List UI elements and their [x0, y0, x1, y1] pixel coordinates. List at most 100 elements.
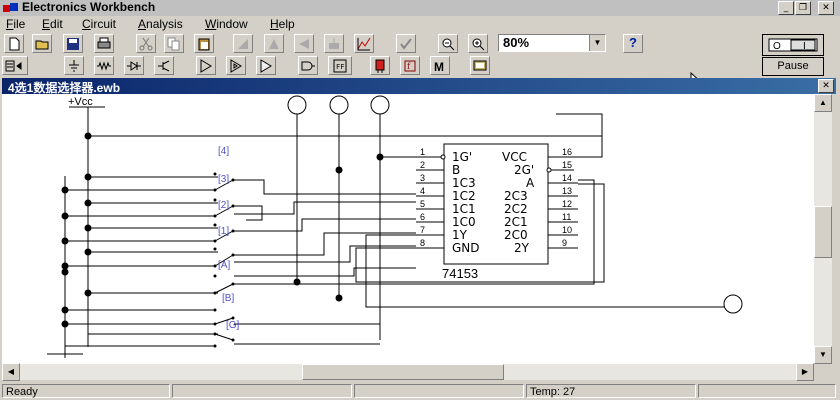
status-bar: Ready Temp: 27 [0, 383, 840, 400]
pin-name-vcc: VCC [502, 150, 527, 164]
help-button[interactable]: ? [623, 34, 643, 53]
status-pane-5 [698, 384, 836, 398]
status-ready: Ready [2, 384, 170, 398]
menu-edit[interactable]: Edit [42, 17, 63, 31]
pin-number-3: 3 [420, 173, 425, 183]
pin-name-2c2: 2C2 [504, 202, 528, 216]
switch-key-a: [A] [218, 260, 230, 271]
pin-number-11: 11 [562, 212, 571, 222]
opamp-icon [200, 59, 212, 73]
zoom-dropdown-arrow-icon[interactable]: ▼ [589, 35, 605, 51]
mixed-ic-icon [230, 59, 242, 73]
scroll-up-arrow-icon[interactable]: ▲ [814, 94, 832, 112]
rotate-button[interactable] [233, 34, 253, 53]
scroll-down-arrow-icon[interactable]: ▼ [814, 346, 832, 364]
digital-ic-icon [260, 59, 272, 73]
component-properties-button[interactable] [324, 34, 344, 53]
open-folder-icon [35, 40, 49, 50]
digital-bin-button[interactable]: FF [328, 56, 352, 75]
pin-number-8: 8 [420, 238, 425, 248]
status-pane-2 [172, 384, 352, 398]
parts-bin-icon [5, 60, 22, 72]
pin-name-2g: 2G' [514, 163, 534, 177]
zoom-select[interactable]: 80% ▼ [498, 34, 606, 52]
logic-gate-icon [301, 61, 315, 71]
switch-key-4: [4] [218, 146, 229, 157]
pin-name-b: B [452, 163, 460, 177]
menu-file[interactable]: File [6, 17, 26, 31]
menu-analysis[interactable]: Analysis [138, 17, 183, 31]
transistors-bin-button[interactable] [154, 56, 174, 75]
switch-key-b: [B] [222, 293, 234, 304]
control-icon: f [404, 60, 416, 72]
mixed-ics-bin-button[interactable] [226, 56, 246, 75]
properties-icon [329, 38, 339, 49]
pin-name-2c1: 2C1 [504, 215, 528, 229]
indicators-bin-button[interactable] [370, 56, 390, 75]
switch-key-2: [2] [218, 200, 229, 211]
menu-circuit[interactable]: Circuit [82, 17, 117, 31]
pin-number-12: 12 [562, 199, 572, 209]
status-temp: Temp: 27 [526, 384, 696, 398]
svg-text:f: f [407, 62, 411, 71]
horizontal-scroll-thumb[interactable] [302, 364, 504, 380]
instruments-bin-button[interactable] [470, 56, 490, 75]
horizontal-scrollbar[interactable]: ◀ ▶ [2, 363, 814, 381]
flip-horizontal-button[interactable] [294, 34, 314, 53]
sources-bin-button[interactable] [64, 56, 84, 75]
circuit-canvas[interactable]: +Vcc [4] [3] [2] [1] [A] [B] [G] 1 2 3 4… [2, 94, 814, 364]
controls-bin-button[interactable]: f [400, 56, 420, 75]
close-button[interactable]: ✕ [818, 1, 834, 15]
basic-bin-button[interactable] [94, 56, 114, 75]
diodes-bin-button[interactable] [124, 56, 144, 75]
miscellaneous-bin-button[interactable]: M [430, 56, 450, 75]
digital-ics-bin-button[interactable] [256, 56, 276, 75]
flip-vertical-button[interactable] [264, 34, 284, 53]
svg-text:M: M [434, 60, 444, 73]
pin-name-1y: 1Y [452, 228, 468, 242]
vcc-label: +Vcc [68, 96, 93, 108]
pin-name-1c3: 1C3 [452, 176, 476, 190]
zoom-out-icon [442, 38, 455, 51]
flip-horizontal-icon [299, 39, 309, 49]
app-title: Electronics Workbench [22, 0, 156, 14]
restore-button[interactable]: ❐ [795, 1, 811, 15]
menu-help[interactable]: Help [270, 17, 295, 31]
vertical-scrollbar[interactable]: ▲ ▼ [814, 94, 832, 364]
logic-gates-bin-button[interactable] [298, 56, 318, 75]
new-button[interactable] [4, 34, 24, 53]
pin-number-13: 13 [562, 186, 572, 196]
zoom-in-icon [472, 38, 485, 51]
scroll-left-arrow-icon[interactable]: ◀ [2, 363, 20, 381]
flip-flop-icon: FF [333, 59, 347, 73]
minimize-button[interactable]: _ [778, 1, 794, 15]
svg-text:I: I [803, 41, 806, 52]
instrument-icon [473, 60, 487, 71]
cut-button[interactable] [136, 34, 156, 53]
pause-button[interactable]: Pause [762, 57, 824, 76]
zoom-out-button[interactable] [438, 34, 458, 53]
parts-bin-toggle-button[interactable] [2, 56, 28, 75]
copy-button[interactable] [164, 34, 184, 53]
menu-window[interactable]: Window [205, 17, 248, 31]
power-switch[interactable]: O I [762, 34, 824, 56]
pin-name-a: A [526, 176, 535, 190]
svg-text:O: O [773, 41, 781, 52]
save-button[interactable] [63, 34, 83, 53]
switch-key-3: [3] [218, 174, 229, 185]
pin-number-15: 15 [562, 160, 572, 170]
paste-button[interactable] [194, 34, 214, 53]
print-button[interactable] [94, 34, 114, 53]
pin-number-4: 4 [420, 186, 425, 196]
scissors-icon [139, 37, 153, 51]
open-button[interactable] [32, 34, 52, 53]
pin-name-gnd: GND [452, 241, 480, 255]
scroll-right-arrow-icon[interactable]: ▶ [796, 363, 814, 381]
document-close-button[interactable]: ✕ [818, 79, 834, 93]
description-button[interactable] [396, 34, 416, 53]
create-subcircuit-button[interactable] [354, 34, 374, 53]
analog-ics-bin-button[interactable] [196, 56, 216, 75]
zoom-in-button[interactable] [468, 34, 488, 53]
vertical-scroll-thumb[interactable] [814, 206, 832, 258]
checkmark-icon [400, 38, 412, 50]
